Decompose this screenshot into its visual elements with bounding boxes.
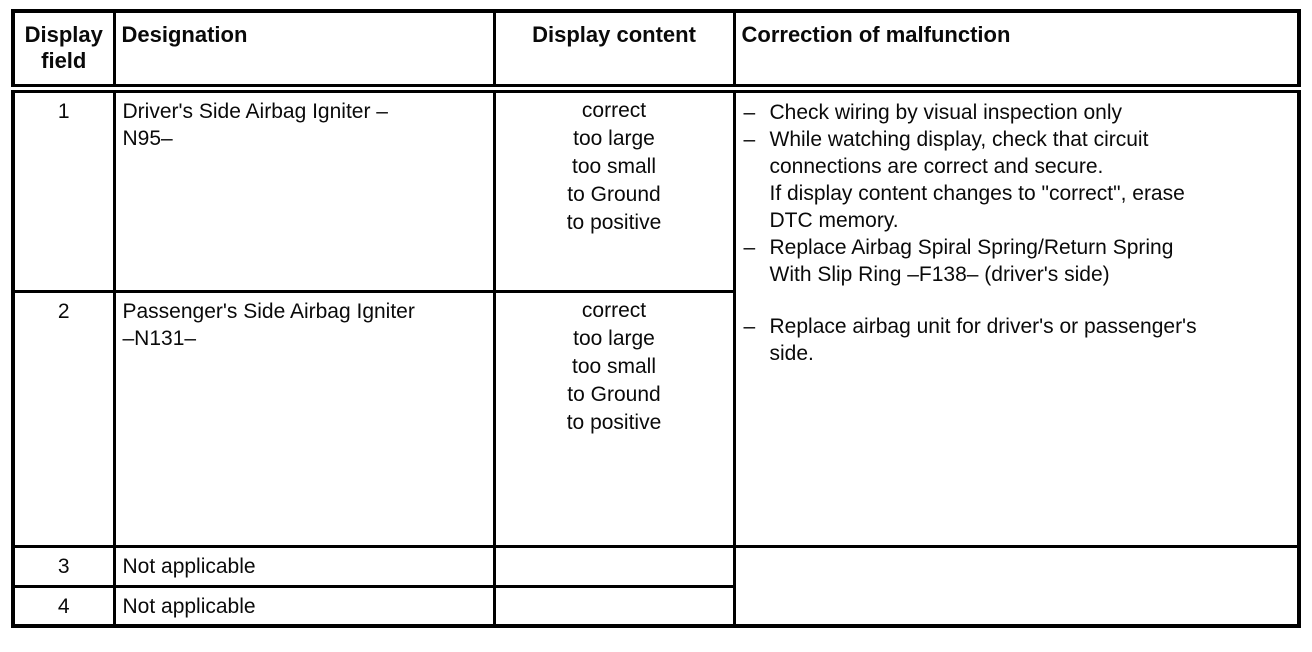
header-display-content: Display content (492, 9, 736, 93)
correction-cell-rows-3-4 (732, 545, 1301, 628)
header-designation: Designation (112, 9, 496, 93)
correction-text: Replace Airbag Spiral Spring/Return Spri… (769, 236, 1174, 286)
designation-cell: Not applicable (112, 545, 496, 588)
display-field-cell: 2 (11, 290, 116, 548)
correction-group-row2: – Replace airbag unit for driver's or pa… (744, 313, 1292, 367)
bullet-dash: – (743, 236, 756, 259)
designation-cell: Passenger's Side Airbag Igniter –N131– (112, 290, 496, 548)
display-content-cell: correct too large too small to Ground to… (492, 290, 736, 548)
correction-text: Check wiring by visual inspection only (769, 101, 1123, 124)
table-row-2: 2 Passenger's Side Airbag Igniter –N131–… (11, 290, 1299, 548)
bullet-dash: – (743, 101, 756, 124)
table-row-1: 1 Driver's Side Airbag Igniter – N95– co… (11, 87, 1301, 548)
display-content-cell (492, 585, 736, 628)
header-correction: Correction of malfunction (732, 9, 1301, 93)
display-field-cell: 3 (11, 545, 116, 588)
display-content-cell (492, 545, 736, 588)
header-display-field: Display field (11, 9, 116, 93)
correction-item: – While watching display, check that cir… (744, 126, 1292, 234)
designation-cell: Driver's Side Airbag Igniter – N95– (112, 87, 496, 293)
bullet-dash: – (743, 128, 756, 151)
display-field-cell: 4 (11, 585, 116, 628)
malfunction-diagnosis-table: Display field Designation Display conten… (11, 9, 1301, 628)
correction-text: Replace airbag unit for driver's or pass… (769, 315, 1197, 365)
designation-cell: Not applicable (112, 585, 496, 628)
bullet-dash: – (743, 315, 756, 338)
table-row-3: 3 Not applicable (11, 545, 1301, 628)
correction-item: – Check wiring by visual inspection only (744, 99, 1292, 126)
display-content-cell: correct too large too small to Ground to… (492, 87, 736, 293)
table-row-4: 4 Not applicable (11, 585, 1299, 628)
header-row: Display field Designation Display conten… (11, 9, 1301, 93)
document-page: Display field Designation Display conten… (11, 9, 1301, 628)
correction-group-row1: – Check wiring by visual inspection only… (744, 99, 1292, 313)
correction-item: – Replace Airbag Spiral Spring/Return Sp… (744, 234, 1292, 288)
correction-text: While watching display, check that circu… (769, 128, 1185, 232)
display-field-cell: 1 (11, 87, 116, 293)
correction-item: – Replace airbag unit for driver's or pa… (744, 313, 1292, 367)
correction-cell-rows-1-2: – Check wiring by visual inspection only… (732, 87, 1301, 548)
